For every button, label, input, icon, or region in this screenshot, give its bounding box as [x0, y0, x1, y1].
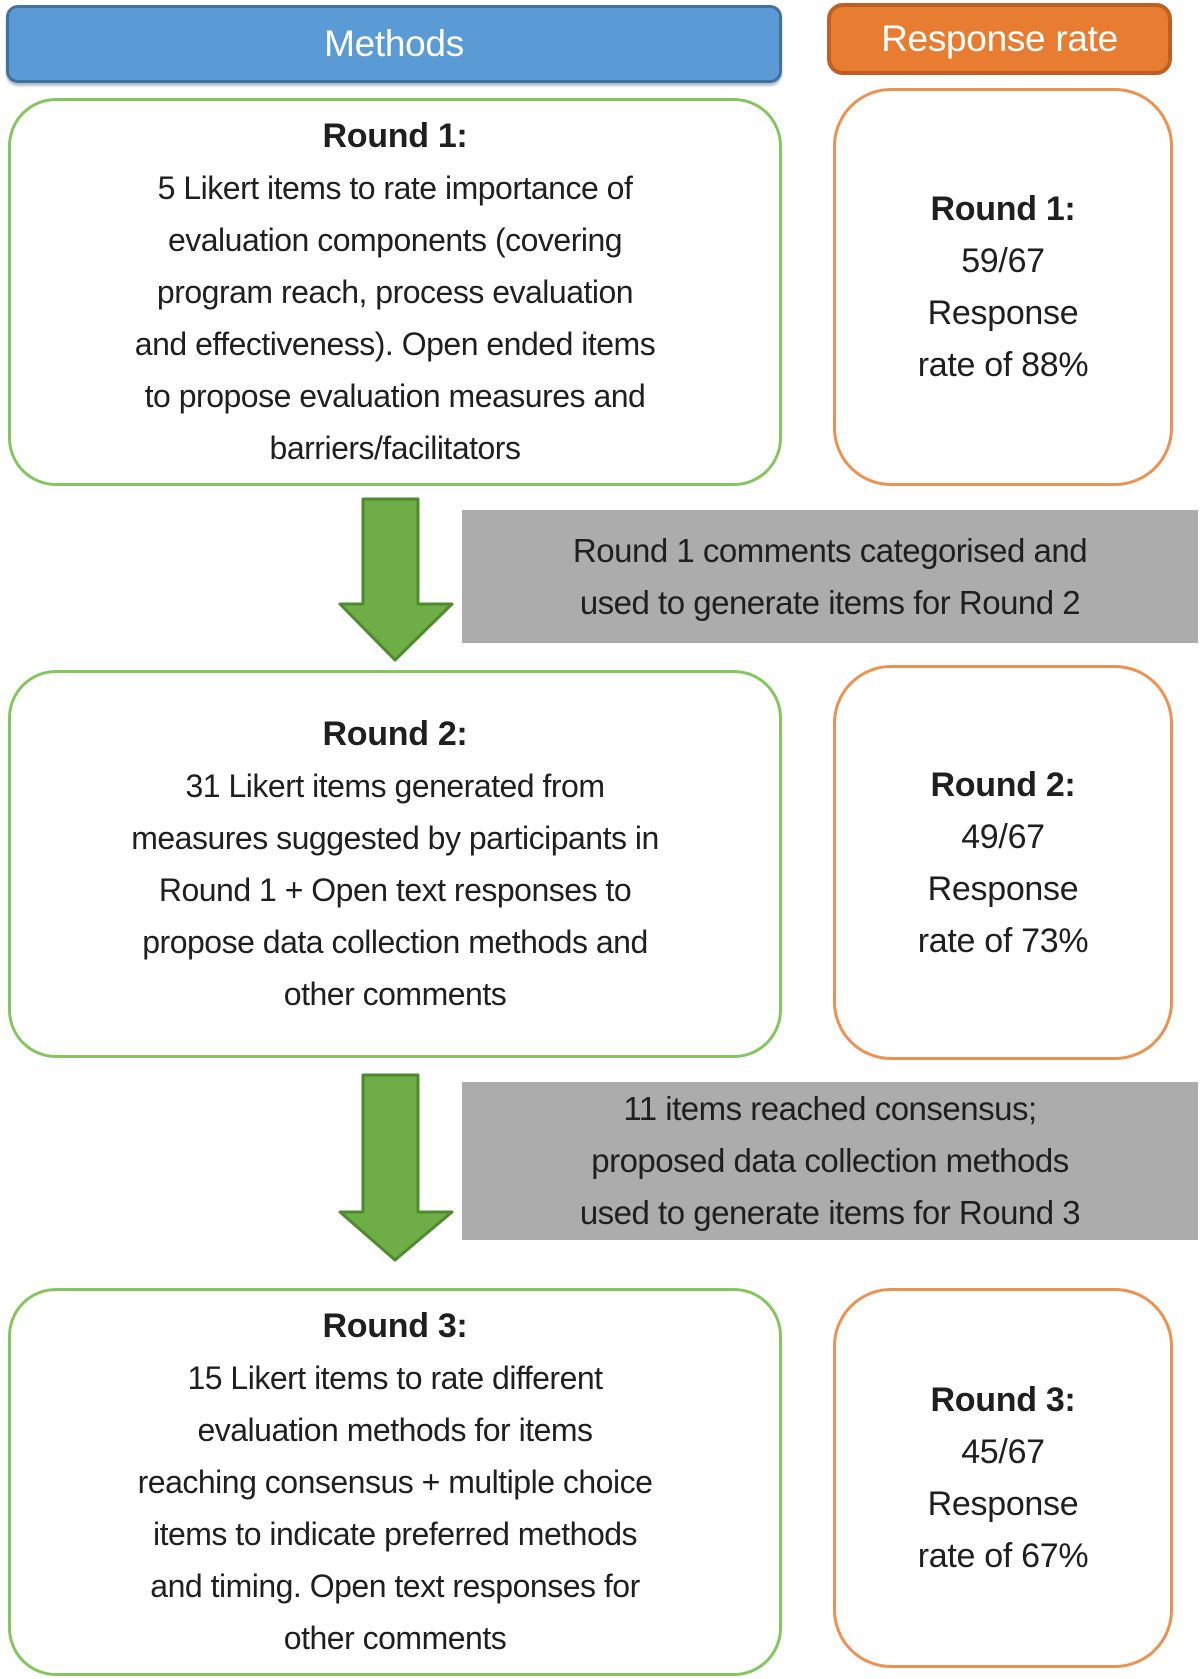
response-box-round-3-title: Round 3:: [930, 1381, 1076, 1419]
method-box-round-1-title: Round 1:: [322, 117, 468, 155]
transition-note-2-text: 11 items reached consensus; proposed dat…: [579, 1090, 1081, 1231]
method-box-round-3-body: 15 Likert items to rate different evalua…: [137, 1360, 653, 1656]
response-box-round-3-body: 45/67 Response rate of 67%: [917, 1433, 1089, 1575]
down-arrow-icon: [338, 497, 454, 662]
down-arrow-icon: [338, 1073, 454, 1263]
response-box-round-1: Round 1: 59/67 Response rate of 88%: [833, 88, 1173, 486]
method-box-round-3: Round 3: 15 Likert items to rate differe…: [8, 1288, 782, 1676]
response-box-round-3: Round 3: 45/67 Response rate of 67%: [833, 1288, 1173, 1668]
methods-column-header: Methods: [6, 5, 782, 83]
response-box-round-2-title: Round 2:: [930, 765, 1076, 804]
response-rate-column-header-label: Response rate: [881, 18, 1118, 59]
method-box-round-1-body: 5 Likert items to rate importance of eva…: [134, 170, 656, 466]
method-box-round-1: Round 1: 5 Likert items to rate importan…: [8, 98, 782, 486]
response-rate-column-header: Response rate: [827, 3, 1172, 75]
response-box-round-1-body: 59/67 Response rate of 88%: [917, 242, 1089, 384]
transition-note-1-text: Round 1 comments categorised and used to…: [572, 531, 1088, 621]
response-box-round-2-body: 49/67 Response rate of 73%: [917, 817, 1089, 960]
method-box-round-2-title: Round 2:: [322, 715, 468, 753]
response-box-round-1-title: Round 1:: [930, 190, 1076, 228]
method-box-round-3-title: Round 3:: [322, 1307, 468, 1345]
method-box-round-2: Round 2: 31 Likert items generated from …: [8, 670, 782, 1058]
methods-column-header-label: Methods: [324, 23, 464, 64]
method-box-round-2-body: 31 Likert items generated from measures …: [131, 768, 659, 1012]
transition-note-2: 11 items reached consensus; proposed dat…: [462, 1082, 1198, 1240]
response-box-round-2: Round 2: 49/67 Response rate of 73%: [833, 665, 1173, 1060]
transition-note-1: Round 1 comments categorised and used to…: [462, 510, 1198, 643]
